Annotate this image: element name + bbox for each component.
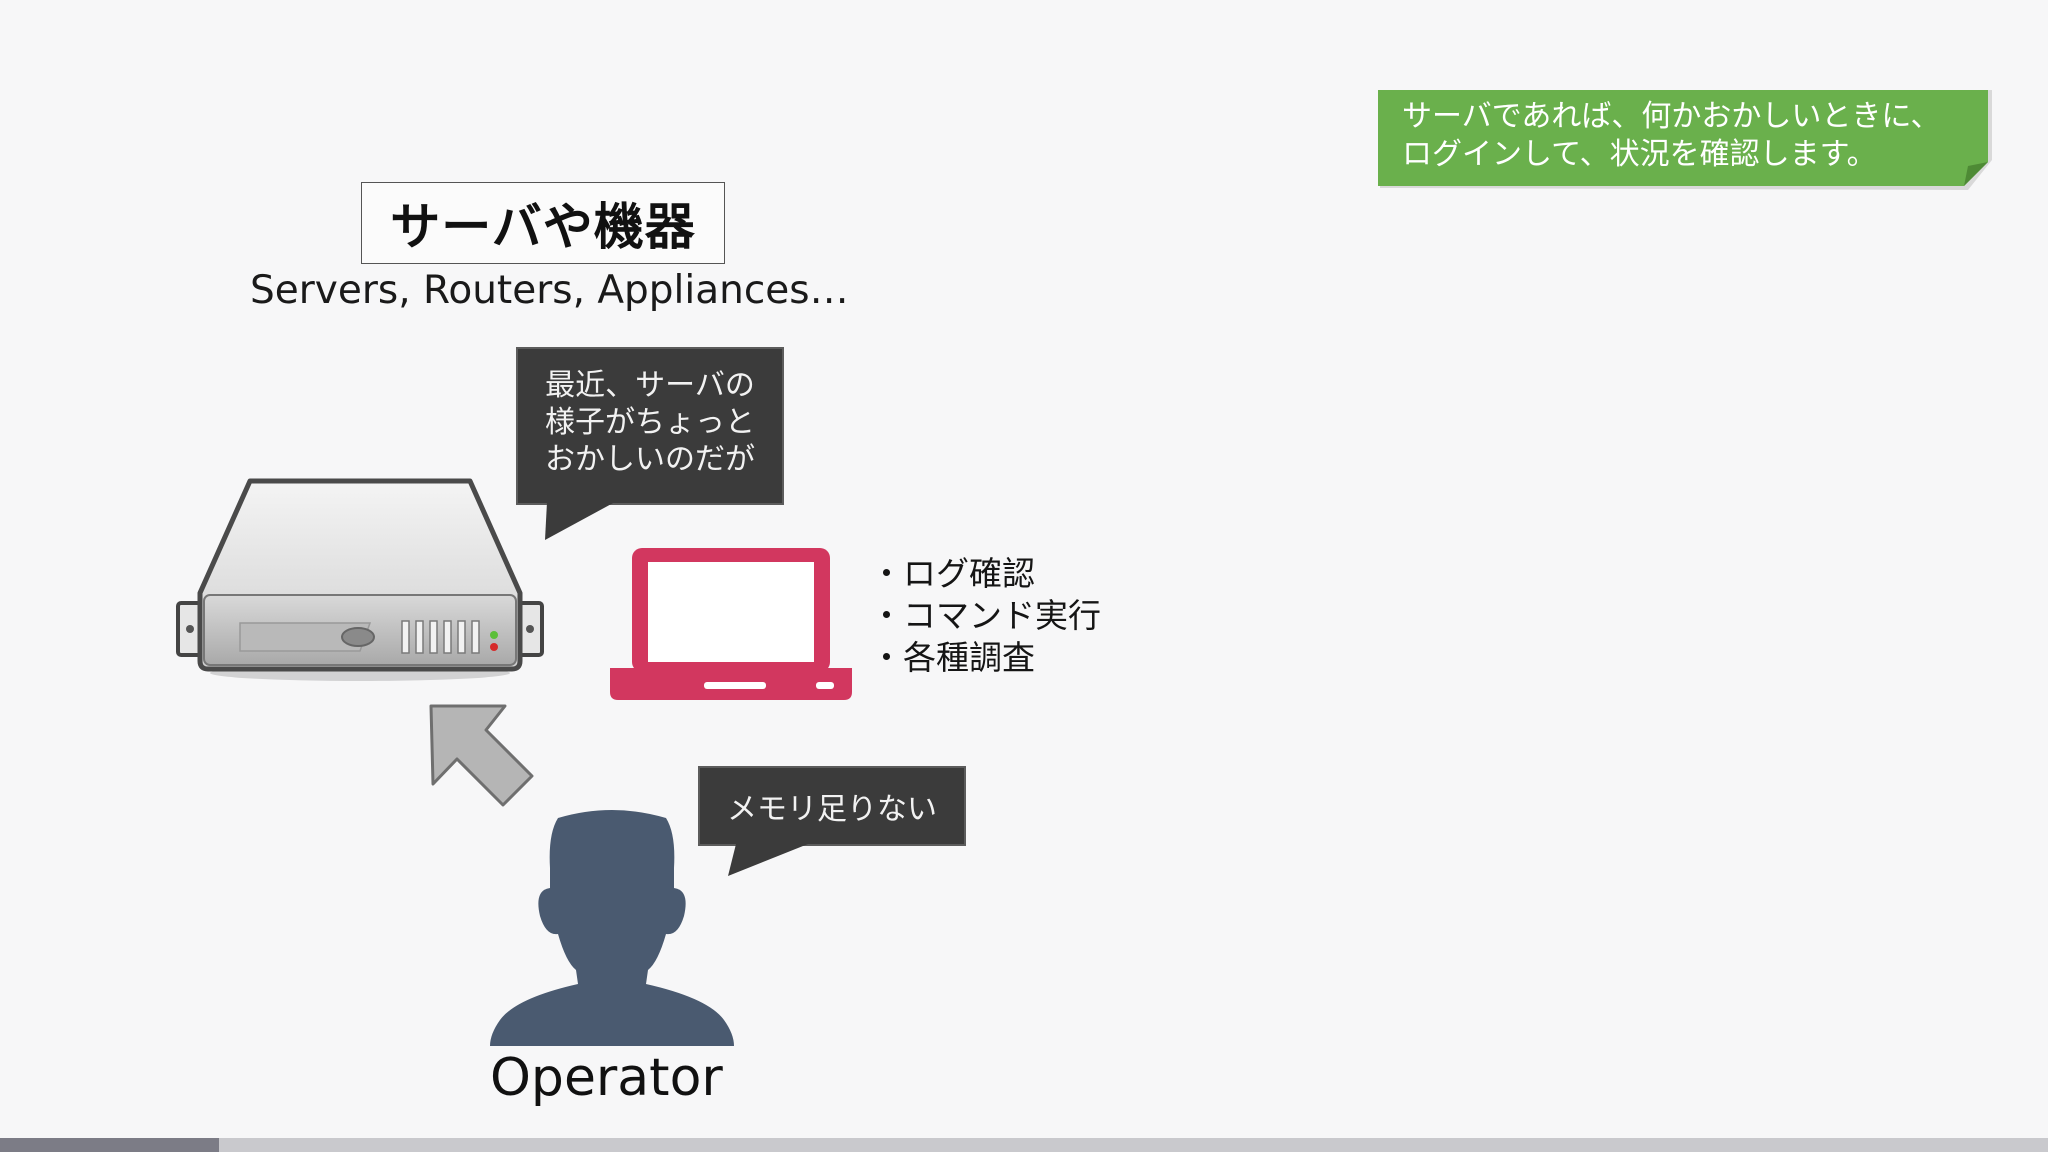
slide-progress-fill (0, 1138, 220, 1152)
laptop-icon (610, 548, 852, 700)
server-icon (176, 478, 544, 681)
task-item: ・各種調査 (870, 638, 1035, 677)
person-silhouette-icon (490, 810, 734, 1046)
memory-speech-bubble: メモリ足りない (698, 766, 966, 846)
server-speech-bubble: 最近、サーバの 様子がちょっと おかしいのだが (516, 347, 784, 505)
task-item: ・コマンド実行 (870, 596, 1101, 635)
note-line: ログインして、状況を確認します。 (1402, 137, 1877, 172)
memory-bubble-text: メモリ足りない (727, 792, 937, 827)
task-list: ・ログ確認 ・コマンド実行 ・各種調査 (870, 553, 1101, 679)
sticky-note: サーバであれば、何かおかしいときに、 ログインして、状況を確認します。 (1378, 90, 1992, 190)
sticky-note-shape (1378, 90, 1992, 190)
title: サーバや機器 (390, 198, 696, 256)
bubble-line: おかしいのだが (545, 442, 755, 477)
operator-label: Operator (490, 1048, 723, 1108)
arrow-up-left-icon (429, 704, 534, 807)
task-item: ・ログ確認 (870, 554, 1035, 593)
note-line: サーバであれば、何かおかしいときに、 (1402, 99, 1941, 134)
subtitle: Servers, Routers, Appliances… (250, 268, 849, 313)
slide-progress-bar (0, 1138, 2048, 1152)
bubble-tail (545, 502, 615, 540)
title-box: サーバや機器 (361, 182, 725, 264)
bubble-line: 最近、サーバの (545, 368, 755, 403)
bubble-line: 様子がちょっと (545, 405, 755, 440)
bubble-tail (728, 844, 808, 876)
sticky-note-text: サーバであれば、何かおかしいときに、 ログインして、状況を確認します。 (1402, 98, 1941, 174)
